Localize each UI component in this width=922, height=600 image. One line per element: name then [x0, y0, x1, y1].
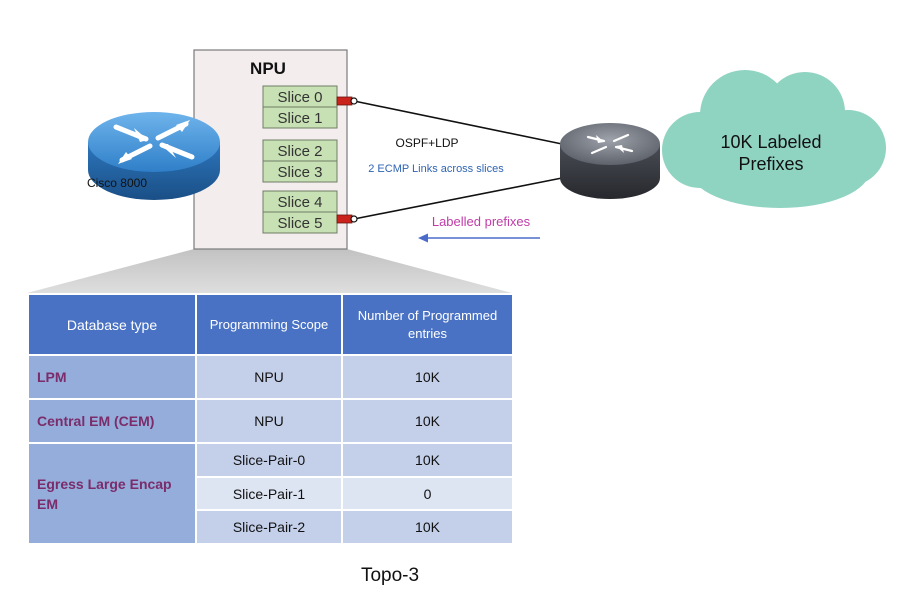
- scope-cell: NPU: [195, 398, 343, 444]
- cloud-label-line2: Prefixes: [738, 154, 803, 174]
- slice-label: Slice 2: [277, 143, 322, 160]
- scope-cell: Slice-Pair-0: [195, 442, 343, 478]
- header-programming-scope: Programming Scope: [195, 293, 343, 356]
- link-lower: [353, 177, 563, 220]
- router-label: Cisco 8000: [87, 176, 147, 190]
- scope-cell: NPU: [195, 354, 343, 400]
- entries-cell: 10K: [341, 354, 514, 400]
- labelled-prefixes-arrow-icon: [418, 233, 540, 243]
- scope-cell: Slice-Pair-1: [195, 476, 343, 511]
- peer-router-icon: [560, 123, 660, 199]
- slice-box: [262, 160, 338, 183]
- db-type-cell: Central EM (CEM): [27, 398, 197, 444]
- entries-cell: 10K: [341, 442, 514, 478]
- slice-box: [262, 106, 338, 129]
- scope-cell: Slice-Pair-2: [195, 509, 343, 545]
- table-header-row: Database type Programming Scope Number o…: [27, 293, 514, 356]
- entries-cell: 10K: [341, 398, 514, 444]
- figure-caption: Topo-3: [360, 565, 420, 586]
- labelled-prefixes-label: Labelled prefixes: [432, 214, 531, 229]
- slice-label: Slice 0: [277, 89, 322, 106]
- header-programmed-entries: Number of Programmed entries: [341, 293, 514, 356]
- db-type-cell: Egress Large Encap EM: [27, 442, 197, 545]
- slice-label: Slice 3: [277, 164, 322, 181]
- table-row: Central EM (CEM) NPU 10K: [27, 398, 514, 444]
- database-table: Database type Programming Scope Number o…: [27, 293, 514, 545]
- slice-label: Slice 4: [277, 194, 322, 211]
- header-database-type: Database type: [27, 293, 197, 356]
- table-row: Slice-Pair-2 10K: [28, 509, 514, 545]
- cloud-label-line1: 10K Labeled: [720, 132, 821, 152]
- table-row: Egress Large Encap EM Slice-Pair-0 10K: [27, 442, 514, 545]
- port-connector: [336, 214, 353, 224]
- entries-cell: 10K: [341, 509, 514, 545]
- entries-cell: 0: [341, 476, 514, 511]
- table-row: Slice-Pair-1 0: [28, 476, 514, 511]
- cisco-router-icon: [88, 112, 220, 200]
- cloud-icon: [662, 70, 886, 208]
- port-connector: [336, 96, 353, 106]
- slice-label: Slice 5: [277, 215, 322, 232]
- ecmp-label: 2 ECMP Links across slices: [368, 163, 504, 175]
- protocol-label: OSPF+LDP: [395, 136, 458, 150]
- zoom-wedge: [27, 249, 512, 293]
- slice-label: Slice 1: [277, 110, 322, 127]
- link-upper: [353, 100, 563, 145]
- npu-title: NPU: [250, 59, 286, 78]
- port-endpoint: [350, 215, 358, 223]
- slice-group: Slice 0 Slice 1 Slice 2 Slice 3 Slice 4 …: [262, 85, 338, 234]
- db-type-cell: LPM: [27, 354, 197, 400]
- port-endpoint: [350, 97, 358, 105]
- table-row: LPM NPU 10K: [27, 354, 514, 400]
